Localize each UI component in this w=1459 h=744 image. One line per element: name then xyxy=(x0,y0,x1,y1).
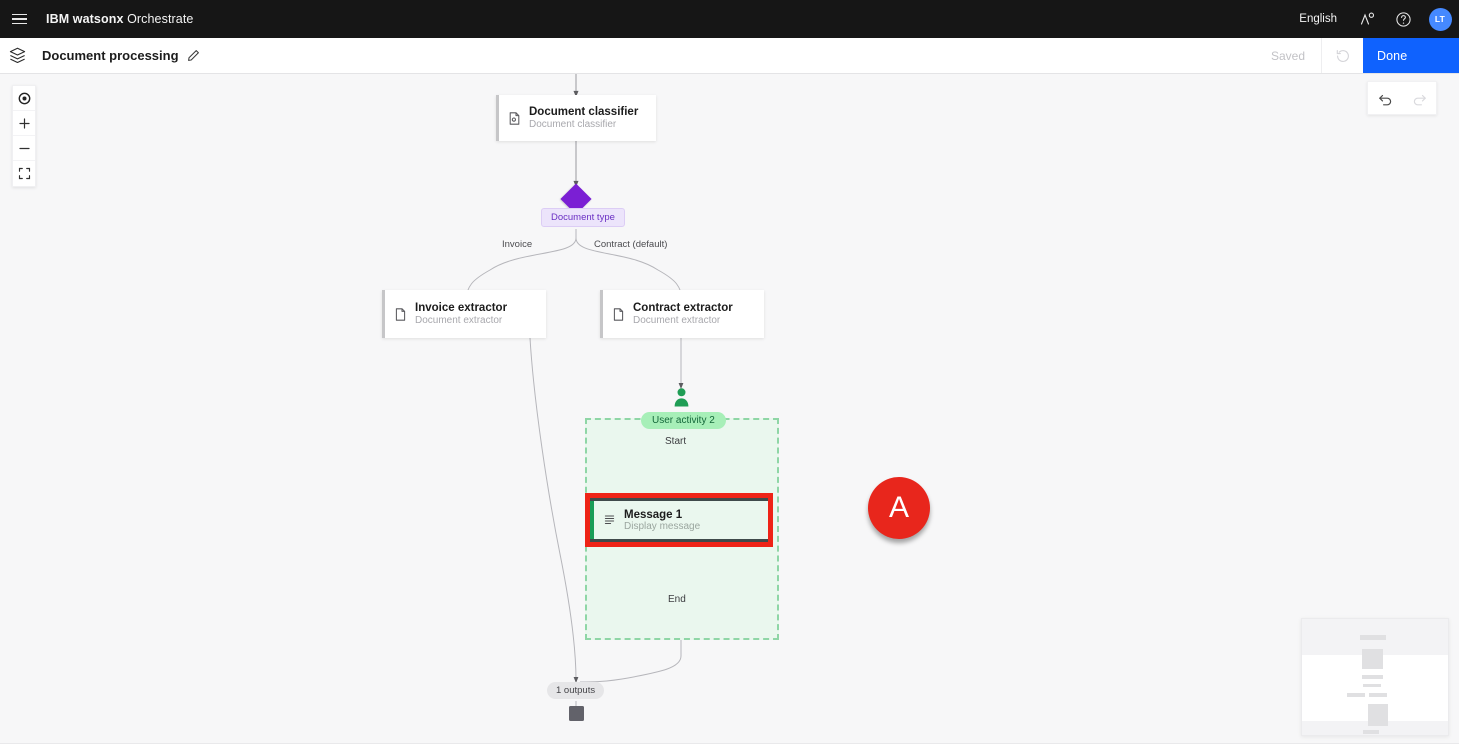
global-top-bar: IBM watsonx Orchestrate English LT xyxy=(0,0,1459,38)
flow-node-contract-extractor[interactable]: Contract extractor Document extractor xyxy=(600,290,764,338)
flow-canvas[interactable]: Document classifier Document classifier … xyxy=(0,74,1459,744)
minimap-shape xyxy=(1347,693,1365,697)
flow-edges xyxy=(462,74,686,708)
avatar-initials: LT xyxy=(1428,7,1452,31)
node-title: Contract extractor xyxy=(633,302,733,314)
node-title: Message 1 xyxy=(624,508,683,521)
language-selector[interactable]: English xyxy=(1299,13,1337,25)
zoom-in-icon[interactable] xyxy=(13,111,35,136)
decision-label-document-type[interactable]: Document type xyxy=(541,208,625,227)
user-activity-start-label: Start xyxy=(665,436,687,447)
document-classifier-icon xyxy=(499,111,529,126)
user-avatar[interactable]: LT xyxy=(1421,0,1459,38)
brand-light-text: Orchestrate xyxy=(123,12,194,26)
node-text-block: Message 1 Display message xyxy=(624,509,700,532)
zoom-out-icon[interactable] xyxy=(13,136,35,161)
user-activity-end-label: End xyxy=(668,594,686,605)
minimap-shape xyxy=(1362,649,1383,669)
save-status: Saved xyxy=(1270,48,1305,63)
document-extractor-icon xyxy=(385,307,415,322)
user-activity-person-icon xyxy=(673,386,690,413)
minimap-shape xyxy=(1360,635,1386,640)
center-view-icon[interactable] xyxy=(13,86,35,111)
zoom-toolbar xyxy=(12,85,36,187)
hamburger-menu-icon[interactable] xyxy=(0,0,38,38)
minimap-shape xyxy=(1363,730,1379,734)
node-subtitle: Document classifier xyxy=(529,119,617,130)
node-text-block: Document classifier Document classifier xyxy=(529,106,638,130)
product-brand: IBM watsonx Orchestrate xyxy=(46,12,193,26)
flow-node-document-classifier[interactable]: Document classifier Document classifier xyxy=(496,95,656,141)
translate-icon[interactable] xyxy=(1349,0,1385,38)
node-title: Document classifier xyxy=(529,106,639,118)
node-accent-bar xyxy=(382,290,385,338)
minimap-shape xyxy=(1369,693,1387,697)
node-subtitle: Document extractor xyxy=(633,315,721,326)
flow-end-square-icon[interactable] xyxy=(569,706,584,721)
history-reset-icon[interactable] xyxy=(1321,38,1363,73)
node-accent-bar xyxy=(600,290,603,338)
node-text-block: Contract extractor Document extractor xyxy=(633,302,733,326)
help-circle-icon[interactable] xyxy=(1385,0,1421,38)
pencil-edit-icon[interactable] xyxy=(187,49,200,62)
top-bar-right-group: English LT xyxy=(1287,0,1459,38)
node-text-block: Invoice extractor Document extractor xyxy=(415,302,507,326)
document-header-bar: Document processing Saved Done xyxy=(0,38,1459,74)
page-title: Document processing xyxy=(42,48,200,63)
outputs-label[interactable]: 1 outputs xyxy=(547,682,605,699)
node-subtitle: Display message xyxy=(624,520,701,532)
redo-arrow-icon[interactable] xyxy=(1402,82,1436,114)
undo-redo-toolbar xyxy=(1367,81,1437,115)
minimap-shape xyxy=(1363,684,1381,687)
document-header-actions: Saved Done xyxy=(1255,38,1459,73)
minimap-shape xyxy=(1368,704,1388,726)
node-title: Invoice extractor xyxy=(415,302,508,314)
document-extractor-icon xyxy=(603,307,633,322)
flow-node-message-1[interactable]: Message 1 Display message xyxy=(588,498,772,542)
layers-icon xyxy=(0,38,34,74)
user-activity-label[interactable]: User activity 2 xyxy=(641,412,726,429)
brand-bold-text: IBM watsonx xyxy=(46,12,124,26)
node-subtitle: Document extractor xyxy=(415,315,503,326)
branch-label-contract-default: Contract (default) xyxy=(594,239,668,250)
undo-arrow-icon[interactable] xyxy=(1368,82,1402,114)
minimap-shape xyxy=(1362,675,1383,679)
branch-label-invoice: Invoice xyxy=(502,239,533,250)
node-accent-bar xyxy=(590,501,594,539)
flow-node-invoice-extractor[interactable]: Invoice extractor Document extractor xyxy=(382,290,546,338)
annotation-marker-a: A xyxy=(868,477,930,539)
display-message-icon xyxy=(594,513,624,528)
fit-to-screen-icon[interactable] xyxy=(13,161,35,186)
page-title-text: Document processing xyxy=(42,48,179,63)
done-button[interactable]: Done xyxy=(1363,38,1459,73)
canvas-minimap[interactable] xyxy=(1301,618,1449,736)
node-accent-bar xyxy=(496,95,499,141)
